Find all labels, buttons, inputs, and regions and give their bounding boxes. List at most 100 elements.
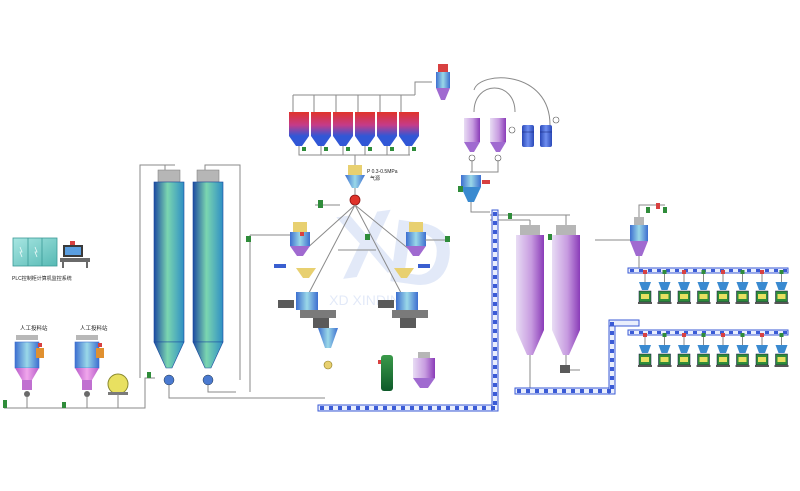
conveyor-segment [493, 374, 497, 378]
packing-machine [638, 270, 652, 304]
conveyor-segment [493, 230, 497, 234]
valve-markers [62, 186, 552, 408]
conveyor-segment [493, 302, 497, 306]
conveyor-segment [648, 331, 652, 334]
conveyor-segment [610, 322, 614, 326]
conveyor-segment [648, 269, 652, 272]
plc-panel-label: PLC控制柜计算机监控系统 [12, 275, 72, 282]
conveyor-segment [493, 248, 497, 252]
conveyor-segment [747, 269, 751, 272]
small-process-vessel [413, 352, 435, 388]
conveyor-segment [630, 331, 634, 334]
tall-silo-2 [192, 169, 224, 386]
pressure-label: P 0.3-0.5MPa [367, 169, 398, 175]
conveyor-segment [493, 383, 497, 387]
conveyor-segment [693, 269, 697, 272]
conveyor-segment [464, 406, 468, 410]
conveyor-segment [756, 331, 760, 334]
conveyor-segment [747, 331, 751, 334]
mixer-pipes [249, 234, 445, 392]
conveyor-segment [544, 389, 548, 393]
packing-machine [657, 333, 672, 367]
conveyor-segment [493, 329, 497, 333]
purple-storage-tanks [464, 77, 551, 162]
conveyor-segment [493, 347, 497, 351]
manual-station-label-1: 人工投料站 [20, 324, 48, 332]
conveyor-segment [765, 331, 769, 334]
conveyor-segment [493, 311, 497, 315]
conveyor-segment [493, 257, 497, 261]
conveyor-segment [765, 269, 769, 272]
conveyor-segment [675, 269, 679, 272]
conveyor-segment [639, 269, 643, 272]
conveyor-segment [610, 367, 614, 371]
conveyor-segment [365, 406, 369, 410]
conveyor-segment [666, 331, 670, 334]
conveyor-segment [610, 331, 614, 335]
conveyor-segment [428, 406, 432, 410]
packing-machine [638, 333, 652, 367]
conveyor-segments [320, 212, 787, 410]
packing-machine [696, 270, 711, 304]
conveyor-segment [493, 401, 497, 405]
conveyor-segment [702, 331, 706, 334]
svg-text:D: D [382, 201, 460, 309]
packing-machine [677, 333, 691, 367]
manual-feed-station-1: 人工投料站 [14, 324, 48, 397]
conveyor-segment [693, 331, 697, 334]
conveyor-segment [738, 269, 742, 272]
conveyor-segment [598, 389, 602, 393]
manual-feed-station-2: 人工投料站 [74, 324, 108, 397]
conveyor-segment [493, 356, 497, 360]
conveyor-segment [493, 284, 497, 288]
left-mixer-unit [278, 222, 338, 370]
conveyor-segment [517, 389, 521, 393]
conveyor-segment [493, 392, 497, 396]
conveyor-segment [571, 389, 575, 393]
valve-icon [3, 400, 7, 408]
lower-packing-machines [638, 333, 789, 367]
conveyor-segment [783, 331, 787, 334]
manual-station-label-2: 人工投料站 [80, 324, 108, 332]
conveyor-segment [419, 406, 423, 410]
motor-icon [274, 264, 286, 268]
conveyor-segment [607, 389, 611, 393]
upper-packing-machines [638, 270, 789, 304]
conveyor-segment [610, 340, 614, 344]
rotary-valve-icon [560, 365, 570, 373]
watermark: X D XD XINDING [329, 191, 460, 309]
conveyor-segment [589, 389, 593, 393]
conveyor-segment [383, 406, 387, 410]
right-dust-collector [630, 204, 665, 268]
monitoring-computer [60, 241, 90, 268]
filter-hopper [461, 160, 499, 213]
conveyor-segment [329, 406, 333, 410]
valve-icon [318, 200, 323, 208]
conveyor-segment [720, 331, 724, 334]
lower-line-conveyor [627, 329, 789, 336]
conveyor-segment [657, 331, 661, 334]
conveyor-segment [437, 406, 441, 410]
conveyor-segment [610, 376, 614, 380]
conveyor-segment [493, 293, 497, 297]
packing-machine [696, 333, 711, 367]
purple-silo-2 [552, 225, 580, 355]
conveyor-segment [493, 338, 497, 342]
packing-machine [716, 270, 730, 304]
conveyor-segment [493, 266, 497, 270]
conveyor-segment [657, 269, 661, 272]
conveyor-segment [553, 389, 557, 393]
packing-machine [755, 270, 769, 304]
conveyor-segment [774, 331, 778, 334]
conveyor-segment [493, 365, 497, 369]
conveyor-segment [410, 406, 414, 410]
upper-line-conveyor [627, 267, 789, 274]
packing-machine [755, 333, 769, 367]
conveyor-segment [610, 358, 614, 362]
conveyor-segment [711, 269, 715, 272]
conveyor-segment [374, 406, 378, 410]
conveyor-segment [338, 406, 342, 410]
conveyor-segment [630, 269, 634, 272]
packing-machine [735, 333, 750, 367]
